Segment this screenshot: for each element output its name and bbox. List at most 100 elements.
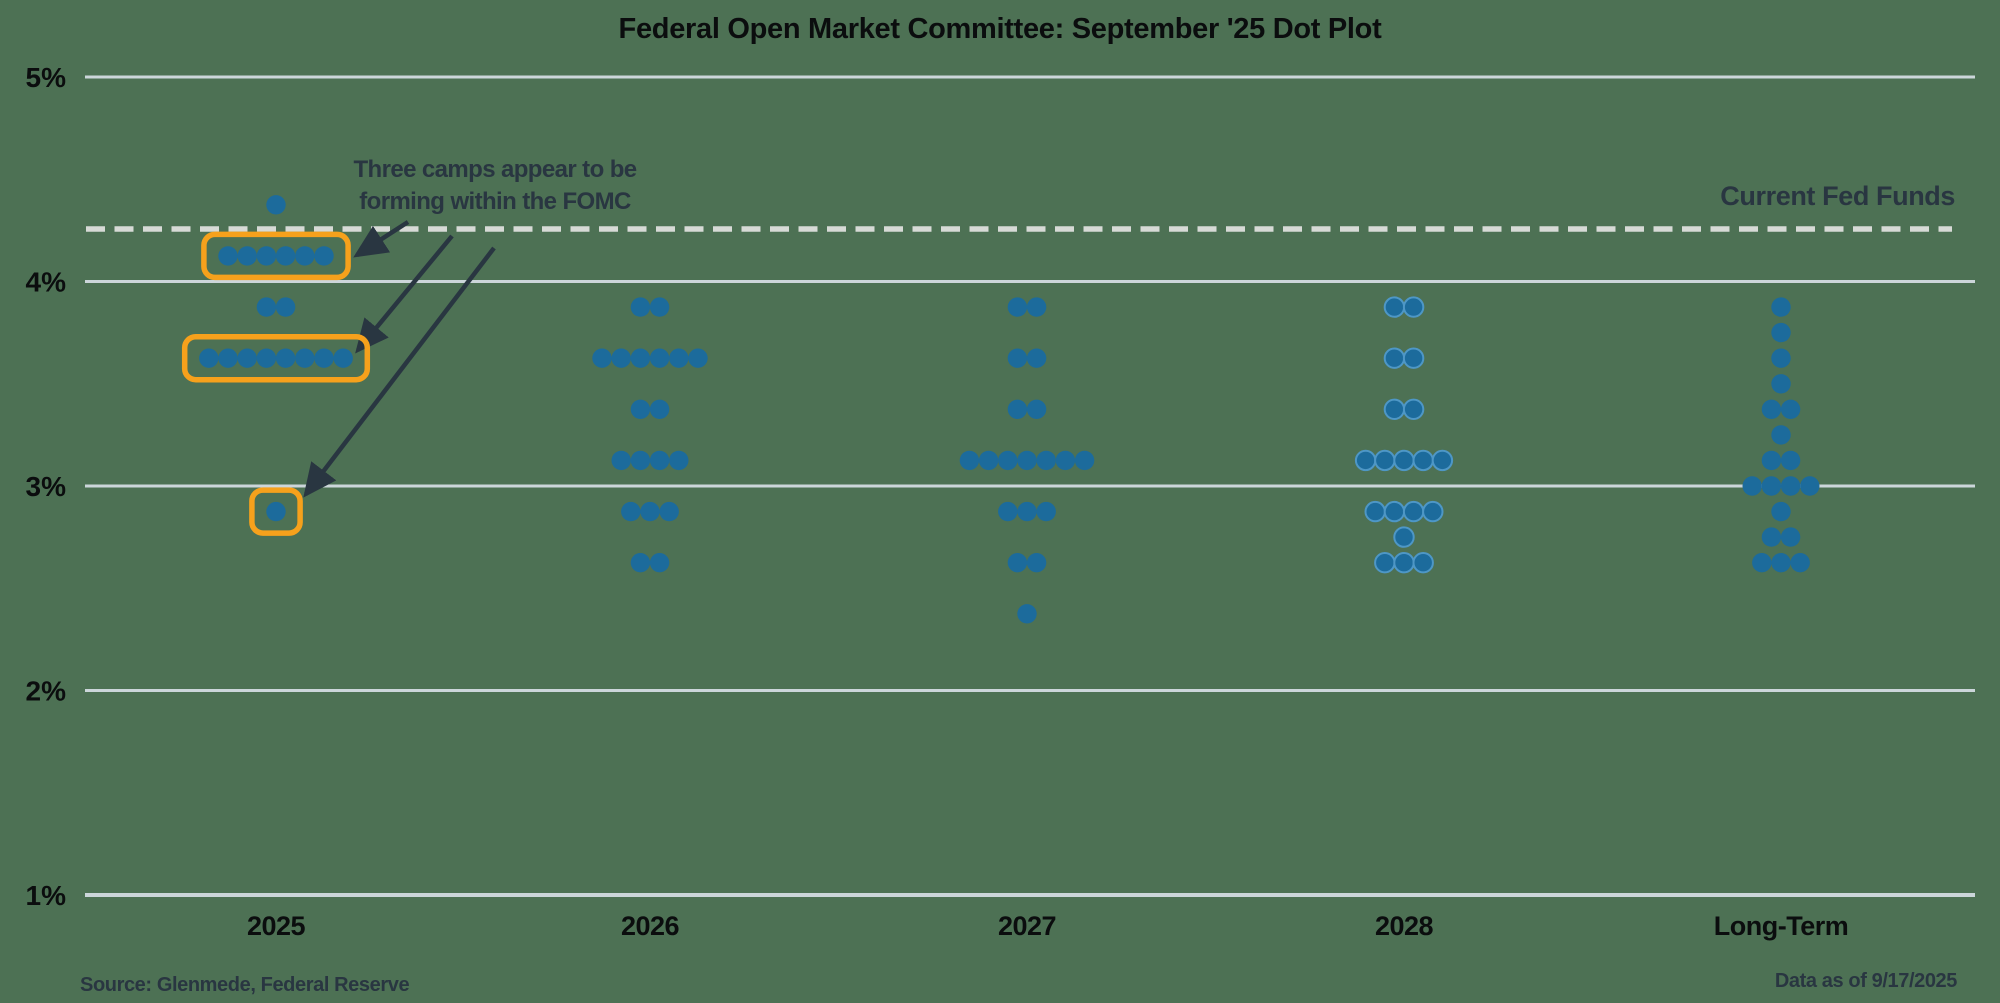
fomc-dot: [1026, 553, 1047, 573]
x-tick-2027: 2027: [998, 911, 1056, 941]
fomc-dot: [592, 348, 612, 368]
fomc-dot: [1007, 553, 1028, 573]
x-tick-2025: 2025: [247, 911, 306, 941]
fomc-dot: [1026, 348, 1047, 368]
fomc-dot: [237, 246, 257, 266]
fomc-dot: [1402, 398, 1425, 420]
fomc-dot: [978, 450, 999, 471]
y-tick-5pct: 5%: [26, 62, 67, 93]
fomc-dot: [630, 399, 651, 419]
fomc-dot: [199, 348, 219, 368]
gridlines: [85, 75, 1975, 897]
fomc-dot: [1036, 501, 1056, 522]
fomc-dot: [688, 348, 708, 368]
annotation-arrow: [355, 234, 454, 354]
fomc-dot: [1383, 347, 1406, 369]
fomc-dot: [1780, 399, 1801, 419]
fomc-dot: [959, 450, 980, 471]
fomc-dot: [314, 348, 334, 368]
fomc-dot: [333, 348, 353, 368]
y-axis-labels: 5% 4% 3% 2% 1%: [26, 62, 67, 911]
fomc-dot: [218, 348, 238, 368]
fomc-dot: [1422, 500, 1444, 523]
fomc-dot: [1771, 322, 1791, 343]
fomc-dot: [256, 348, 277, 368]
fomc-dot: [640, 501, 660, 522]
fomc-dot: [1780, 527, 1801, 547]
fomc-dot: [275, 246, 296, 266]
fomc-dot: [611, 348, 631, 368]
fomc-dot: [1017, 604, 1037, 624]
fomc-dot: [1402, 296, 1425, 318]
fomc-dot: [1036, 450, 1056, 471]
fomc-dot: [256, 246, 277, 266]
highlight-box: [181, 333, 371, 383]
fomc-dot: [630, 348, 651, 368]
annotation: Three camps appear to be forming within …: [353, 156, 637, 215]
fomc-dot: [1771, 553, 1791, 573]
fomc-dot: [649, 450, 670, 471]
fomc-dot: [275, 297, 296, 317]
y-tick-1pct: 1%: [26, 880, 67, 911]
fomc-dot: [1761, 450, 1782, 471]
fomc-dot: [1771, 348, 1791, 368]
fomc-dot: [611, 450, 631, 471]
fomc-dot: [1402, 347, 1425, 369]
fomc-dot: [1742, 476, 1762, 496]
fomc-dot: [649, 553, 670, 573]
x-axis-labels: 2025 2026 2027 2028 Long-Term: [247, 911, 1849, 941]
fomc-dot: [256, 297, 277, 317]
data-as-of-note: Data as of 9/17/2025: [1775, 970, 1957, 992]
annotation-arrows: [303, 220, 496, 498]
highlight-box: [249, 487, 303, 536]
x-tick-long-term: Long-Term: [1714, 911, 1848, 941]
fomc-dot: [266, 195, 286, 215]
x-tick-2026: 2026: [621, 911, 680, 941]
fomc-dot: [998, 501, 1018, 522]
highlight-box: [201, 231, 351, 281]
current-fed-funds-label: Current Fed Funds: [1720, 181, 1955, 211]
annotation-arrow: [353, 220, 410, 258]
fomc-dot: [1402, 500, 1425, 523]
fomc-dot: [1354, 449, 1377, 472]
annotation-line-2: forming within the FOMC: [359, 188, 631, 215]
fomc-dot: [1383, 296, 1406, 318]
fomc-dot: [649, 399, 670, 419]
fomc-dot: [1374, 552, 1396, 574]
fomc-dot: [621, 501, 641, 522]
fomc-dot: [669, 450, 689, 471]
fomc-dot: [1790, 553, 1810, 573]
fomc-dot: [630, 450, 651, 471]
fomc-dot: [1074, 450, 1095, 471]
fomc-dot: [266, 501, 286, 522]
fomc-dot: [630, 297, 651, 317]
chart-title: Federal Open Market Committee: September…: [619, 13, 1383, 45]
fomc-dot: [630, 553, 651, 573]
x-tick-2028: 2028: [1375, 911, 1434, 941]
fomc-dot: [275, 348, 296, 368]
fomc-dot: [1007, 399, 1028, 419]
y-tick-2pct: 2%: [26, 676, 67, 707]
y-tick-4pct: 4%: [26, 267, 67, 298]
fomc-dot: [1412, 449, 1434, 472]
fomc-dot: [1007, 348, 1028, 368]
fomc-dot: [1374, 449, 1396, 472]
fomc-dot: [1761, 527, 1782, 547]
fomc-dot: [1026, 399, 1047, 419]
fomc-dot: [1017, 501, 1037, 522]
fomc-dot: [649, 348, 670, 368]
fomc-dot: [1383, 500, 1406, 523]
fomc-dot: [1761, 399, 1782, 419]
fomc-dot: [1393, 449, 1415, 472]
fomc-dot: [295, 246, 315, 266]
fomc-dot: [1771, 425, 1791, 445]
fomc-dot: [1364, 500, 1386, 523]
y-tick-3pct: 3%: [26, 471, 67, 502]
fomc-dot: [1055, 450, 1076, 471]
fomc-dot: [1383, 398, 1406, 420]
fomc-dot: [1412, 552, 1434, 574]
fomc-dot: [1393, 552, 1415, 574]
fomc-dot: [1771, 501, 1791, 522]
